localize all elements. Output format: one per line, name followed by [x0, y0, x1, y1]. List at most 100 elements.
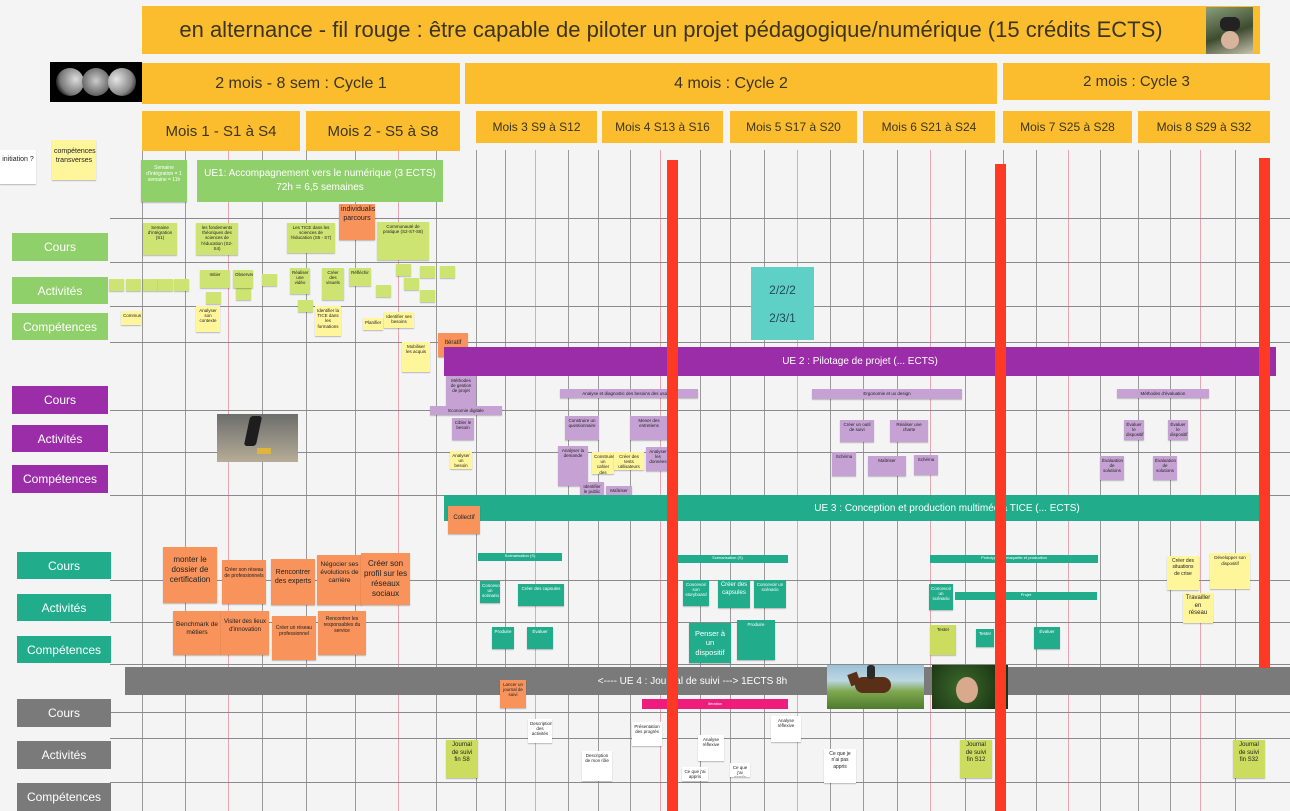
- milestone-bar[interactable]: [667, 160, 678, 811]
- ue3-cours-bar[interactable]: Prototypage : maquette et production: [930, 555, 1098, 563]
- ue4-bar[interactable]: <---- UE 4 : Journal de suivi ---> 1ECTS…: [125, 667, 1290, 695]
- ue2-activites-note[interactable]: Créer un outil de suivi: [840, 420, 874, 442]
- ue2-competences-note[interactable]: Évaluation de solutions: [1100, 456, 1124, 480]
- ue1-cours-note[interactable]: Communauté de pratique (S2-S7-S8): [377, 222, 429, 260]
- ue1-activites-note[interactable]: Initier: [200, 270, 230, 288]
- ue3-competences-note[interactable]: Tester: [976, 629, 994, 647]
- ue2-cours-note[interactable]: Economie digitale: [430, 406, 502, 415]
- ue1-activites-sticker[interactable]: [126, 279, 141, 291]
- ue4-note[interactable]: Description de mon rôle: [582, 751, 612, 781]
- ue1-competences-note[interactable]: Analyser son contexte: [196, 306, 220, 332]
- ue1-cours-note[interactable]: Semaine d'intégration (S1): [143, 223, 177, 255]
- semaine-integration-note[interactable]: Semaine d'intégration = 1 semaine = 11h: [141, 160, 187, 202]
- ue2-competences-note[interactable]: Construire un cahier des charges: [592, 452, 614, 474]
- ue1-activites-sticker[interactable]: [298, 300, 313, 312]
- ue2-activites-note[interactable]: Réaliser une charte: [890, 420, 928, 442]
- ue3-activites-note[interactable]: Rencontrer des experts: [271, 559, 315, 605]
- ue2-competences-note[interactable]: Analyser un besoin: [450, 451, 472, 469]
- ue1-activites-note[interactable]: Observer: [233, 270, 253, 288]
- ue4-note[interactable]: Analyse réflexive: [698, 735, 724, 761]
- ue4-note[interactable]: Présentation des progrès: [632, 722, 662, 746]
- ue2-activites-note[interactable]: Construire un questionnaire: [565, 416, 599, 440]
- ue3-activites-note[interactable]: Créer des capsules: [518, 584, 564, 606]
- ue4-note[interactable]: Ce que j'ai appris: [730, 763, 750, 777]
- ue3-activites-note[interactable]: Concevoir un scénario: [754, 580, 786, 608]
- ue1-activites-sticker[interactable]: [158, 279, 173, 291]
- ue1-activites-sticker[interactable]: [143, 279, 158, 291]
- milestone-bar[interactable]: [1259, 158, 1270, 668]
- ue1-activites-sticker[interactable]: [262, 274, 277, 286]
- ue3-competences-note[interactable]: Tester: [930, 625, 956, 655]
- ue1-activites-sticker[interactable]: [109, 279, 124, 291]
- ue1-activites-note[interactable]: Réfléchir: [349, 268, 371, 286]
- ue1-activites-sticker[interactable]: [206, 292, 221, 304]
- ue4-note[interactable]: Analyse réflexive: [771, 716, 801, 742]
- ue1-activites-sticker[interactable]: [174, 279, 189, 291]
- ue4-note[interactable]: Lancer un journal de suivi: [500, 680, 526, 708]
- ue1-activites-sticker[interactable]: [420, 290, 435, 302]
- iteration-bar[interactable]: Itération: [642, 699, 788, 709]
- ue1-competences-note[interactable]: Identifier la TICE dans les formations: [315, 306, 341, 336]
- ue2-cours-note[interactable]: Méthodes de gestion de projet: [446, 376, 476, 406]
- ue3-competences-note[interactable]: Évaluer: [1034, 627, 1060, 649]
- ue3-activites-note[interactable]: monter le dossier de certification: [163, 547, 217, 603]
- ue1-competences-note[interactable]: Identifier ses besoins: [384, 312, 414, 328]
- ue3-cours-note[interactable]: Développer son dispositif: [1210, 553, 1250, 589]
- ue1-activites-sticker[interactable]: [440, 266, 455, 278]
- ue4-note[interactable]: Ce que j'ai appris: [682, 767, 708, 781]
- journal-note[interactable]: Journal de suivi fin S12: [960, 740, 992, 778]
- ue1-activites-note[interactable]: Créer des visuels: [322, 268, 344, 300]
- ue1-competences-note[interactable]: Planifier: [363, 318, 383, 330]
- ue3-competences-note[interactable]: Penser à un dispositif: [689, 623, 731, 663]
- ue2-activites-note[interactable]: Évaluer le dispositif: [1124, 420, 1144, 440]
- ue1-cours-note[interactable]: les fondements théoriques des sciences d…: [196, 223, 238, 255]
- ue3-competences-note[interactable]: Produire: [737, 620, 775, 660]
- ue3-competences-note[interactable]: Évaluer: [527, 627, 553, 649]
- ue2-competences-note[interactable]: Créer des tests utilisateurs: [614, 452, 644, 470]
- ue3-bar[interactable]: UE 3 : Conception et production multiméd…: [444, 495, 1260, 521]
- competences-transverses-note[interactable]: compétences transverses: [52, 140, 96, 180]
- ue2-competences-note[interactable]: Analyser la demande: [558, 446, 588, 486]
- ue1-activites-sticker[interactable]: [396, 264, 411, 276]
- ue3-competences-note[interactable]: Produire: [492, 627, 514, 649]
- ue3-cours-bar[interactable]: Scénarisation (S): [478, 553, 562, 561]
- ue3-cours-bar[interactable]: Projet: [955, 592, 1097, 600]
- ue2-activites-note[interactable]: Cibler le besoin: [452, 418, 474, 440]
- ue1-cours-note[interactable]: Les TICE dans les sciences de l'éducatio…: [287, 223, 335, 253]
- vote-sticker[interactable]: 2/2/2 2/3/1: [751, 267, 814, 340]
- ue3-activites-note[interactable]: Concevoir un scénario: [929, 584, 953, 610]
- ue3-cours-note[interactable]: Créer des situations de crise: [1167, 556, 1199, 590]
- ue2-activites-note[interactable]: Évaluer le dispositif: [1168, 420, 1188, 440]
- ue2-competences-note[interactable]: Schéma: [914, 455, 938, 475]
- ue1-activites-sticker[interactable]: [404, 278, 419, 290]
- ue4-note[interactable]: Description des activités: [528, 719, 552, 743]
- ue2-bar[interactable]: UE 2 : Pilotage de projet (... ECTS): [444, 347, 1276, 376]
- ue2-competences-note[interactable]: Évaluation de solutions: [1153, 456, 1177, 480]
- ue2-cours-note[interactable]: Ergonomie et ux design: [812, 389, 962, 399]
- ue3-cours-bar[interactable]: Scénarisation (S): [667, 555, 788, 563]
- ue2-cours-note[interactable]: Méthodes d'évaluation: [1117, 389, 1209, 398]
- initiation-note[interactable]: initiation ?: [0, 150, 36, 184]
- ue2-cours-note[interactable]: Analyse et diagnostic des besoins des us…: [560, 389, 698, 398]
- ue1-activites-sticker[interactable]: [376, 285, 391, 297]
- ue2-competences-note[interactable]: Schéma: [832, 452, 856, 476]
- journal-note[interactable]: Journal de suivi fin S32: [1233, 740, 1265, 778]
- ue4-note[interactable]: Ce que je n'ai pas appris: [824, 749, 856, 783]
- ue3-activites-note[interactable]: Concevoir son storyboard: [683, 580, 709, 606]
- ue3-competences-note[interactable]: Visiter des lieux d'innovation: [221, 611, 269, 655]
- ue3-competences-note[interactable]: Créer un réseau professionnel: [272, 616, 316, 660]
- ue3-activites-note[interactable]: Travailler en réseau: [1183, 593, 1213, 623]
- ue1-activites-sticker[interactable]: [420, 266, 435, 278]
- ue2-activites-note[interactable]: Mener des entretiens: [630, 416, 668, 440]
- milestone-bar[interactable]: [995, 164, 1006, 811]
- ue3-activites-note[interactable]: Créer son réseau de professionnels: [222, 560, 266, 604]
- ue3-competences-note[interactable]: Benchmark de métiers: [173, 611, 221, 655]
- ue1-activites-note[interactable]: Réaliser une vidéo: [290, 268, 310, 294]
- ue2-competences-note[interactable]: Analyser les données: [646, 447, 670, 471]
- ue3-activites-note[interactable]: Négocier ses évolutions de carrière: [317, 555, 362, 605]
- collectif-note[interactable]: Collectif: [448, 506, 480, 534]
- ue1-cours-note[interactable]: individualisation parcours: [339, 204, 375, 240]
- ue1-competences-note[interactable]: Mobiliser les acquis: [402, 342, 430, 372]
- ue3-activites-note[interactable]: Créer des capsules: [718, 580, 750, 608]
- ue3-activites-note[interactable]: Créer son profil sur les réseaux sociaux: [361, 553, 410, 605]
